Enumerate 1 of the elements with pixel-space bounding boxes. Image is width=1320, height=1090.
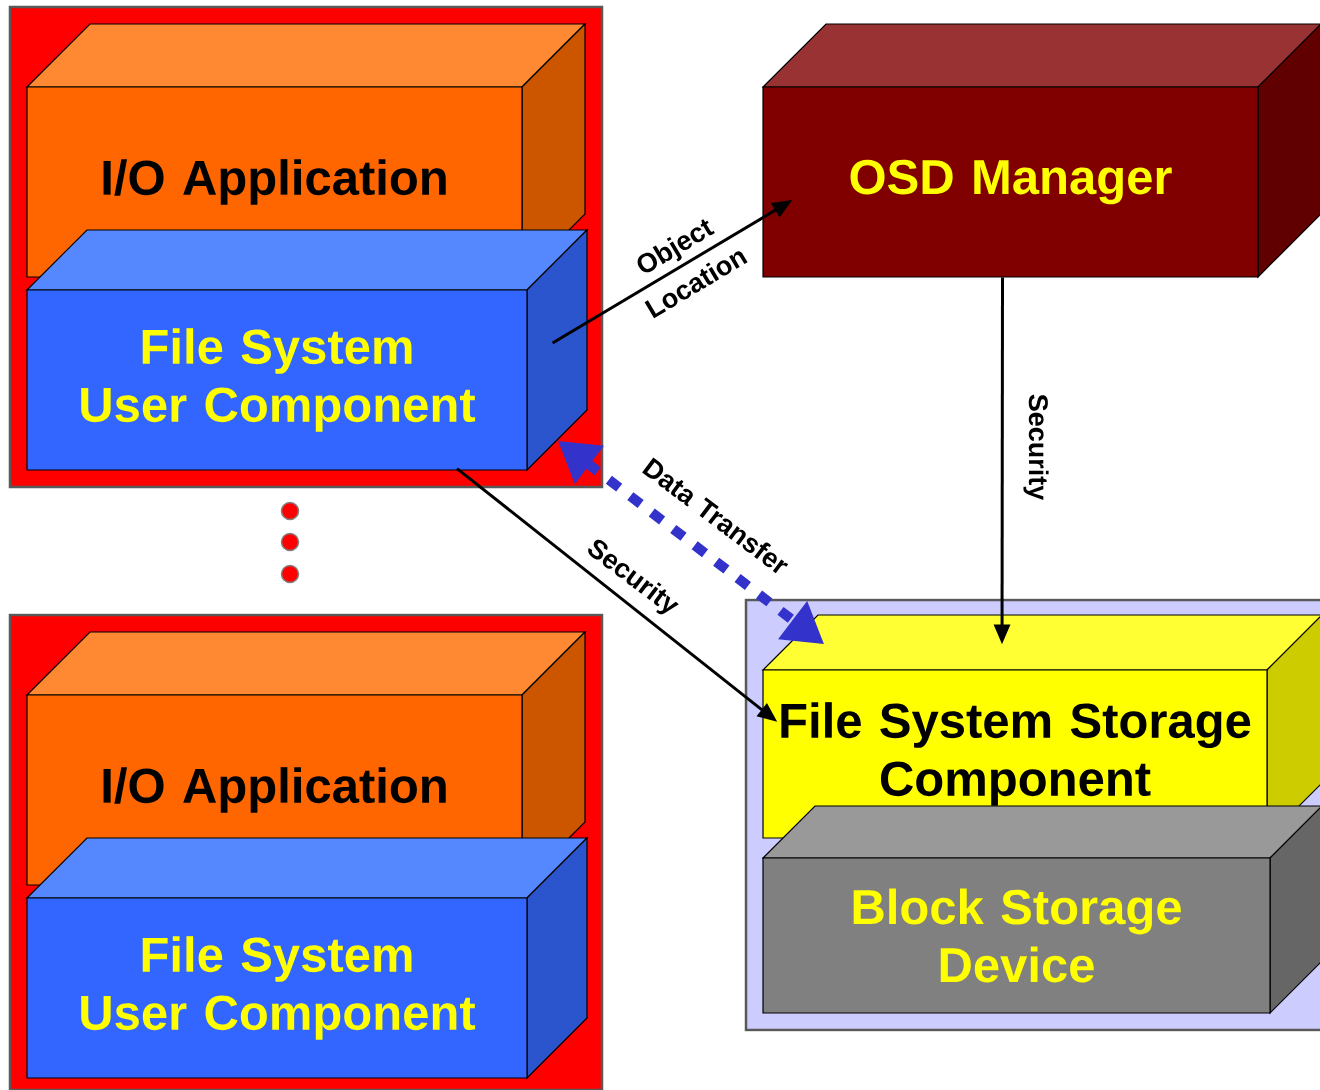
edge-label: Security	[1023, 394, 1049, 501]
